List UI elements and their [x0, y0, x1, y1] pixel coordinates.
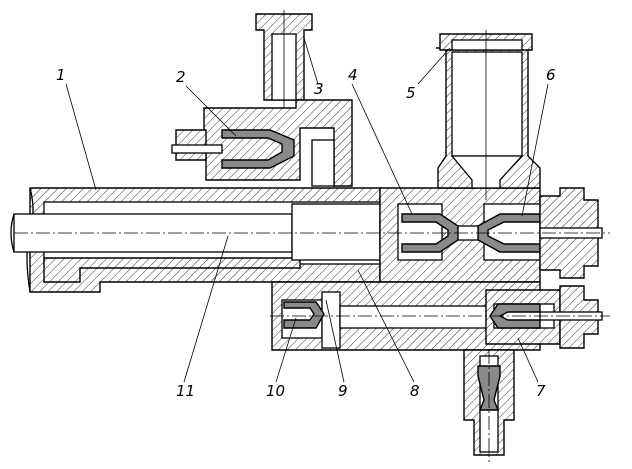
callout-7: 7	[536, 382, 546, 400]
side-connector	[171, 10, 353, 187]
callout-3: 3	[314, 80, 324, 98]
callout-8: 8	[410, 382, 420, 400]
callout-11: 11	[176, 382, 195, 400]
callout-2: 2	[176, 68, 186, 86]
vertical-chamber	[436, 30, 541, 200]
callout-9: 9	[338, 382, 348, 400]
callouts: 1 2 3 4 5 6 7 8 9 10 11	[56, 66, 556, 400]
callout-1: 1	[56, 66, 66, 84]
lower-right-fitting	[485, 285, 603, 349]
callout-5: 5	[406, 84, 416, 102]
callout-6: 6	[546, 66, 556, 84]
leader-lines	[65, 37, 549, 383]
centre-lines	[14, 232, 610, 462]
right-block	[379, 187, 541, 283]
callout-4: 4	[348, 66, 358, 84]
callout-10: 10	[266, 382, 285, 400]
